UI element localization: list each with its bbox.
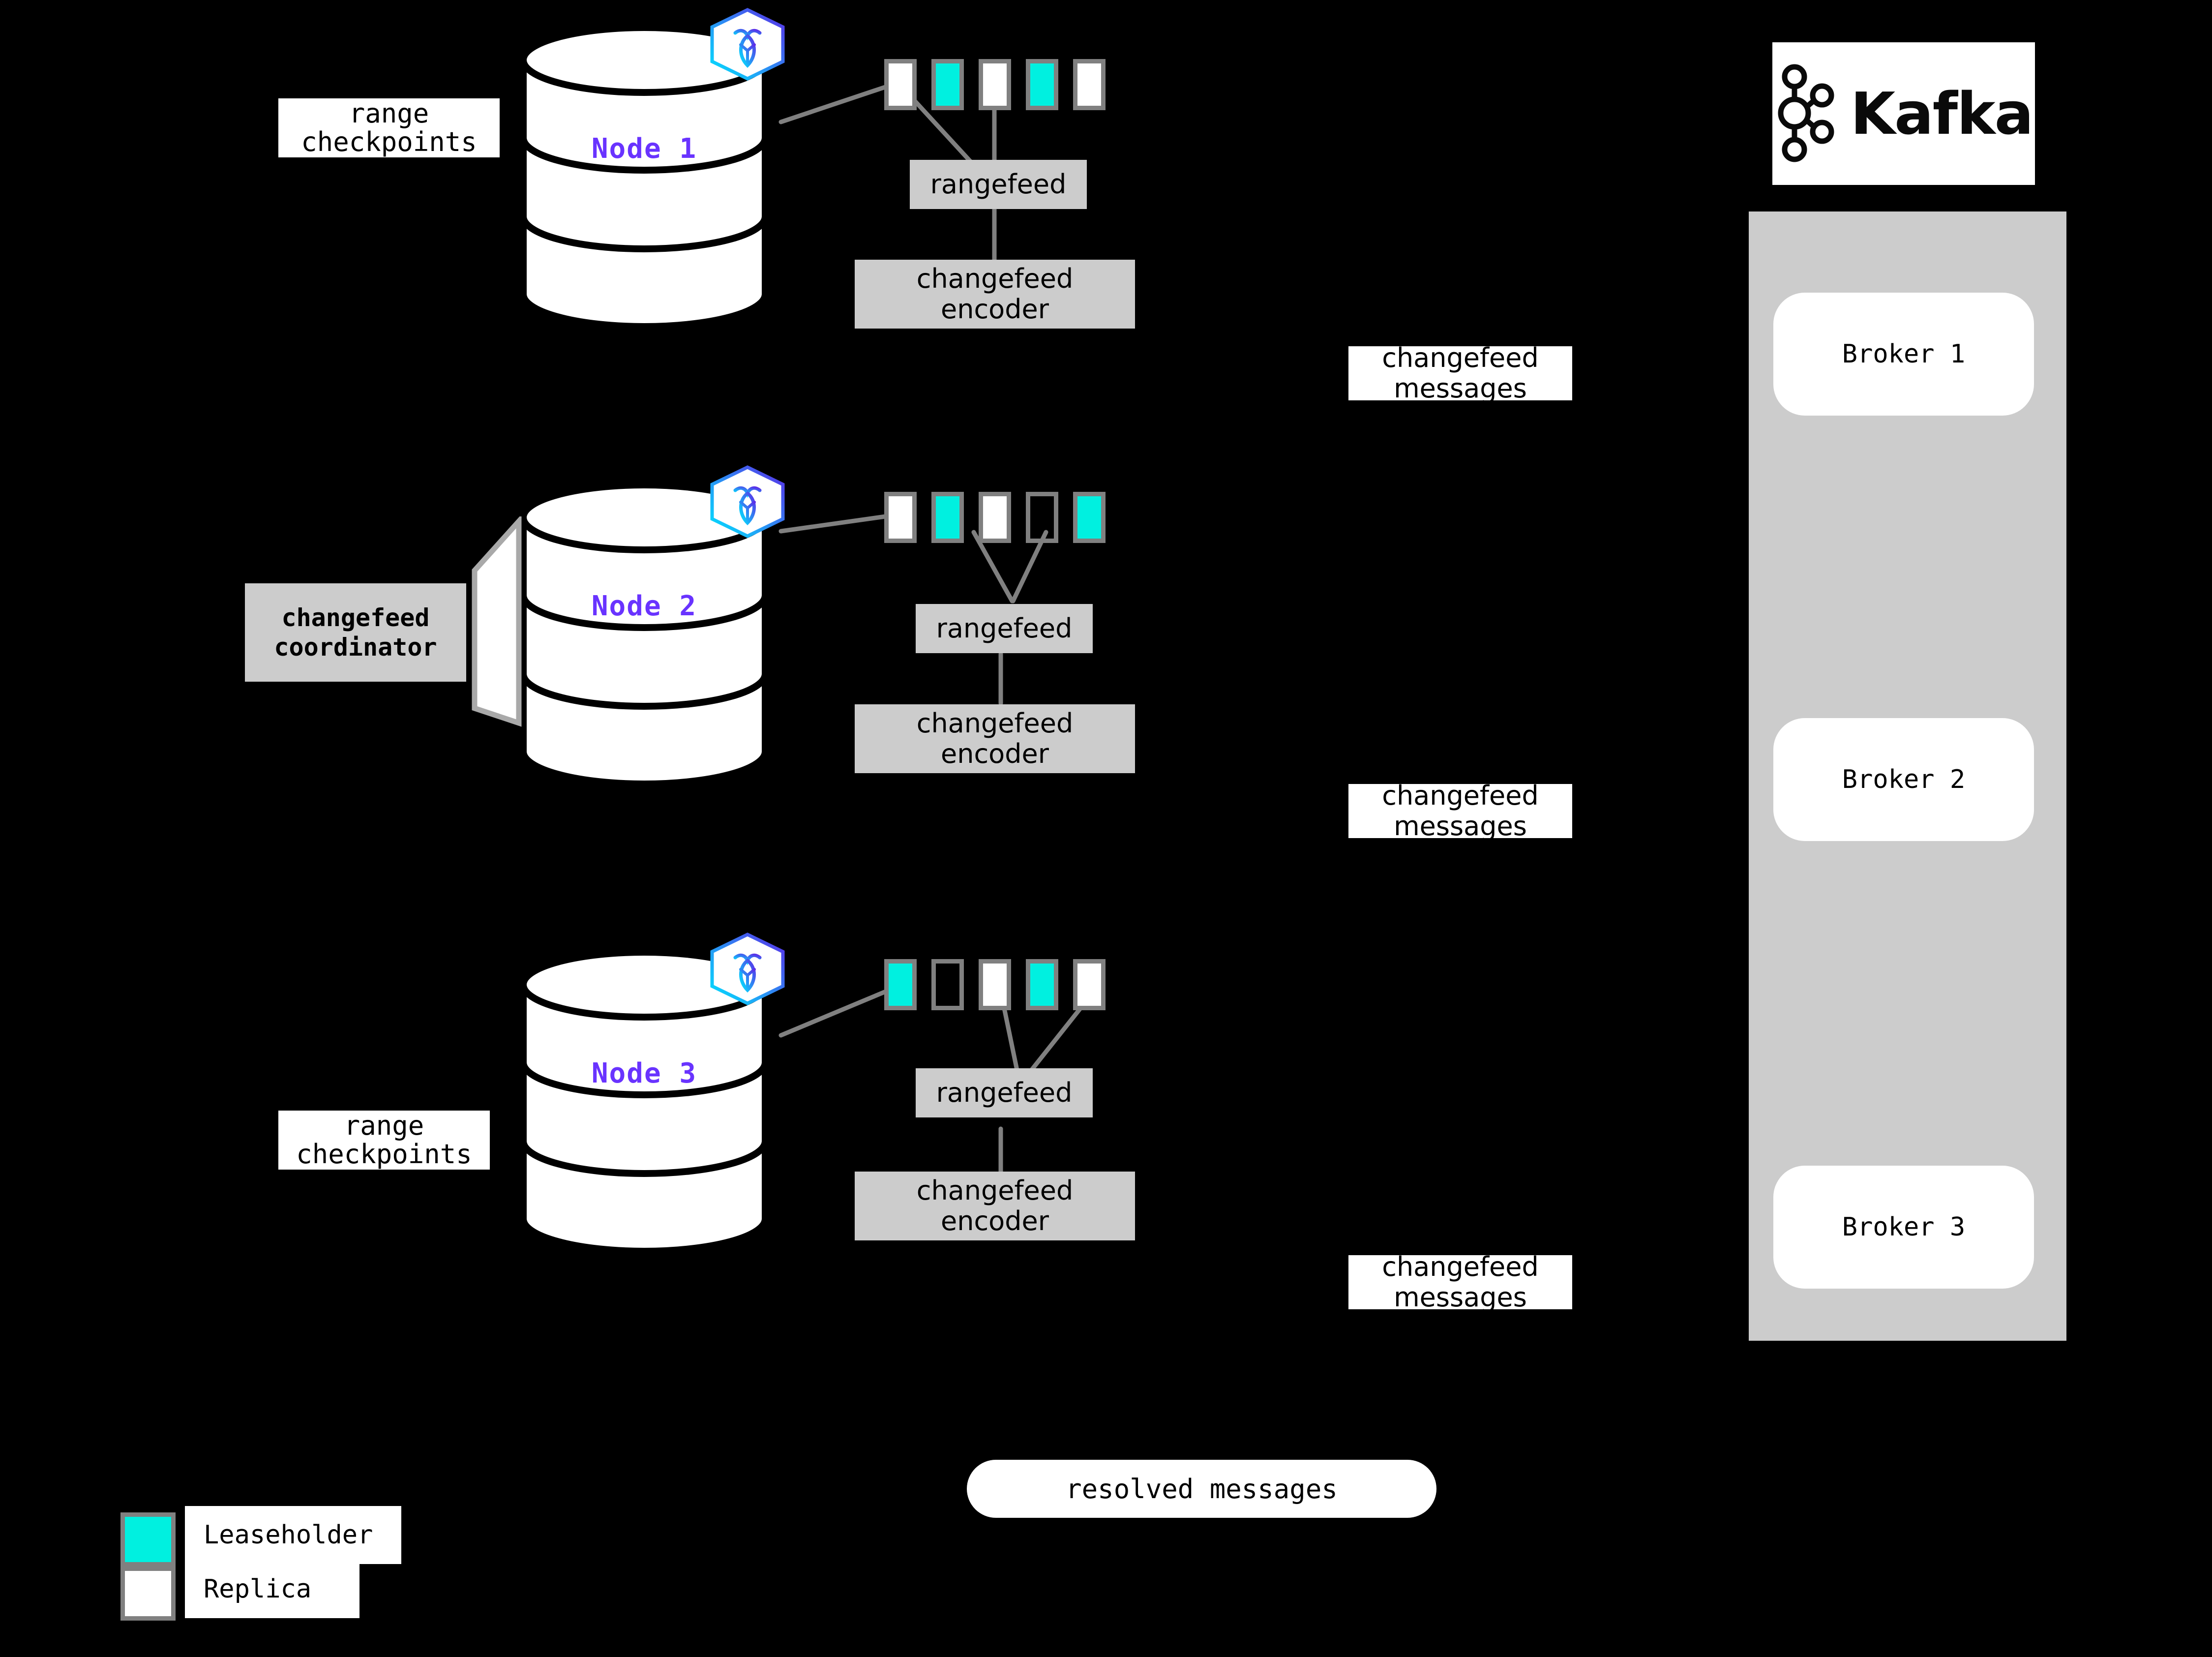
node-2-range-row <box>884 492 1106 543</box>
range-leaseholder[interactable] <box>884 959 917 1010</box>
range-empty[interactable] <box>1026 492 1058 543</box>
node-1-changefeed-messages-label: changefeed messages <box>1348 346 1572 400</box>
legend-swatch-leaseholder <box>120 1512 176 1567</box>
node-3-cylinder: Node 3 <box>516 949 772 1254</box>
kafka-broker-1[interactable]: Broker 1 <box>1773 293 2034 416</box>
range-empty[interactable] <box>931 959 964 1010</box>
kafka-logo-box: Kafka <box>1772 42 2035 185</box>
node-2-rangefeed-box[interactable]: rangefeed <box>916 604 1093 653</box>
node-1-changefeed-encoder-box[interactable]: changefeed encoder <box>855 260 1135 329</box>
legend-label-leaseholder: Leaseholder <box>185 1506 401 1564</box>
range-replica[interactable] <box>884 492 917 543</box>
range-leaseholder[interactable] <box>931 492 964 543</box>
node-3-range-checkpoints-label: range checkpoints <box>278 1111 490 1170</box>
legend-label-replica: Replica <box>185 1560 359 1618</box>
cockroachdb-hex-icon <box>708 465 787 539</box>
node-2-changefeed-encoder-box[interactable]: changefeed encoder <box>855 704 1135 773</box>
cockroachdb-hex-icon <box>708 7 787 81</box>
range-leaseholder[interactable] <box>1026 59 1058 110</box>
resolved-messages-pill[interactable]: resolved messages <box>967 1460 1436 1518</box>
node-2-changefeed-messages-label: changefeed messages <box>1348 784 1572 838</box>
node-3-changefeed-messages-label: changefeed messages <box>1348 1255 1572 1309</box>
node-1-range-checkpoints-label: range checkpoints <box>278 98 500 157</box>
range-leaseholder[interactable] <box>1026 959 1058 1010</box>
node-1-range-row <box>884 59 1106 110</box>
node-3-label: Node 3 <box>591 1057 697 1089</box>
range-replica[interactable] <box>979 492 1011 543</box>
node-2-label: Node 2 <box>591 590 697 622</box>
range-leaseholder[interactable] <box>1073 492 1106 543</box>
node-3-changefeed-encoder-box[interactable]: changefeed encoder <box>855 1172 1135 1240</box>
kafka-broker-2[interactable]: Broker 2 <box>1773 718 2034 841</box>
kafka-logo-icon <box>1775 62 1839 165</box>
kafka-wordmark: Kafka <box>1850 80 2034 148</box>
node-3-range-row <box>884 959 1106 1010</box>
range-replica[interactable] <box>1073 59 1106 110</box>
range-replica[interactable] <box>884 59 917 110</box>
node-3-rangefeed-box[interactable]: rangefeed <box>916 1068 1093 1117</box>
node-1-label: Node 1 <box>591 133 697 165</box>
legend-swatch-replica <box>120 1567 176 1621</box>
node-1-rangefeed-box[interactable]: rangefeed <box>910 160 1087 209</box>
kafka-broker-3[interactable]: Broker 3 <box>1773 1166 2034 1289</box>
range-leaseholder[interactable] <box>931 59 964 110</box>
changefeed-coordinator-box[interactable]: changefeed coordinator <box>245 583 466 682</box>
changefeed-coordinator-card <box>470 516 529 728</box>
node-1-cylinder: Node 1 <box>516 25 772 330</box>
range-replica[interactable] <box>979 59 1011 110</box>
range-replica[interactable] <box>979 959 1011 1010</box>
range-replica[interactable] <box>1073 959 1106 1010</box>
node-2-cylinder: Node 2 <box>516 482 772 787</box>
kafka-broker-panel: Broker 1 Broker 2 Broker 3 <box>1749 211 2066 1341</box>
cockroachdb-hex-icon <box>708 932 787 1006</box>
